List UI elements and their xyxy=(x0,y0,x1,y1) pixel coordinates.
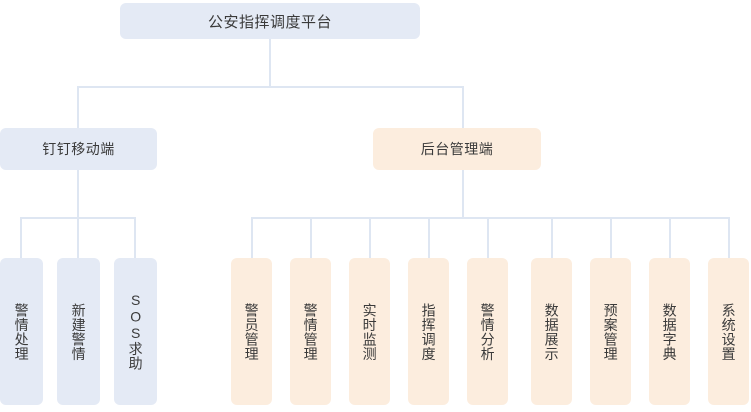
connector-backend-stem xyxy=(462,170,464,218)
leaf-node-officer-management[interactable]: 警员管理 xyxy=(231,258,272,405)
leaf-node-data-display[interactable]: 数据展示 xyxy=(531,258,572,405)
leaf-node-data-dictionary-label: 数据字典 xyxy=(661,302,678,361)
leaf-node-plan-management[interactable]: 预案管理 xyxy=(590,258,631,405)
connector-mobile-leaf-2 xyxy=(77,217,79,258)
connector-backend-leaf-9 xyxy=(728,217,730,258)
connector-backend-leaf-2 xyxy=(310,217,312,258)
leaf-node-command-dispatch-label: 指挥调度 xyxy=(420,302,437,361)
branch-node-backend-admin-label: 后台管理端 xyxy=(420,141,494,157)
leaf-node-alarm-management[interactable]: 警情管理 xyxy=(290,258,331,405)
leaf-node-system-settings-label: 系统设置 xyxy=(720,302,737,361)
connector-backend-leaf-8 xyxy=(669,217,671,258)
leaf-node-alarm-analysis-label: 警情分析 xyxy=(479,302,496,361)
leaf-node-alarm-handling-label: 警情处理 xyxy=(13,302,30,361)
connector-root-to-mobile xyxy=(77,86,79,128)
connector-root-crossbar xyxy=(77,86,464,88)
connector-root-stem xyxy=(269,39,271,87)
connector-backend-leaf-7 xyxy=(610,217,612,258)
connector-mobile-stem xyxy=(77,170,79,218)
leaf-node-realtime-monitoring[interactable]: 实时监测 xyxy=(349,258,390,405)
leaf-node-command-dispatch[interactable]: 指挥调度 xyxy=(408,258,449,405)
connector-mobile-leaf-3 xyxy=(134,217,136,258)
connector-root-to-backend xyxy=(462,86,464,128)
leaf-node-alarm-management-label: 警情管理 xyxy=(302,302,319,361)
connector-backend-crossbar xyxy=(251,217,728,219)
leaf-node-sos-help-label: SOS求助 xyxy=(127,292,144,371)
leaf-node-alarm-analysis[interactable]: 警情分析 xyxy=(467,258,508,405)
root-node-command-platform[interactable]: 公安指挥调度平台 xyxy=(120,3,420,39)
connector-backend-leaf-6 xyxy=(551,217,553,258)
connector-backend-leaf-4 xyxy=(428,217,430,258)
leaf-node-system-settings[interactable]: 系统设置 xyxy=(708,258,749,405)
connector-backend-leaf-1 xyxy=(251,217,253,258)
connector-backend-leaf-3 xyxy=(369,217,371,258)
leaf-node-plan-management-label: 预案管理 xyxy=(602,302,619,361)
root-node-label: 公安指挥调度平台 xyxy=(207,13,332,31)
branch-node-backend-admin[interactable]: 后台管理端 xyxy=(373,128,541,170)
connector-backend-leaf-5 xyxy=(487,217,489,258)
branch-node-dingtalk-mobile-label: 钉钉移动端 xyxy=(42,141,115,157)
leaf-node-data-dictionary[interactable]: 数据字典 xyxy=(649,258,690,405)
leaf-node-sos-help[interactable]: SOS求助 xyxy=(114,258,157,405)
branch-node-dingtalk-mobile[interactable]: 钉钉移动端 xyxy=(0,128,157,170)
leaf-node-new-alarm-label: 新建警情 xyxy=(70,302,87,361)
leaf-node-alarm-handling[interactable]: 警情处理 xyxy=(0,258,43,405)
leaf-node-data-display-label: 数据展示 xyxy=(543,302,560,361)
connector-mobile-leaf-1 xyxy=(20,217,22,258)
leaf-node-realtime-monitoring-label: 实时监测 xyxy=(361,302,378,361)
leaf-node-new-alarm[interactable]: 新建警情 xyxy=(57,258,100,405)
leaf-node-officer-management-label: 警员管理 xyxy=(243,302,260,361)
